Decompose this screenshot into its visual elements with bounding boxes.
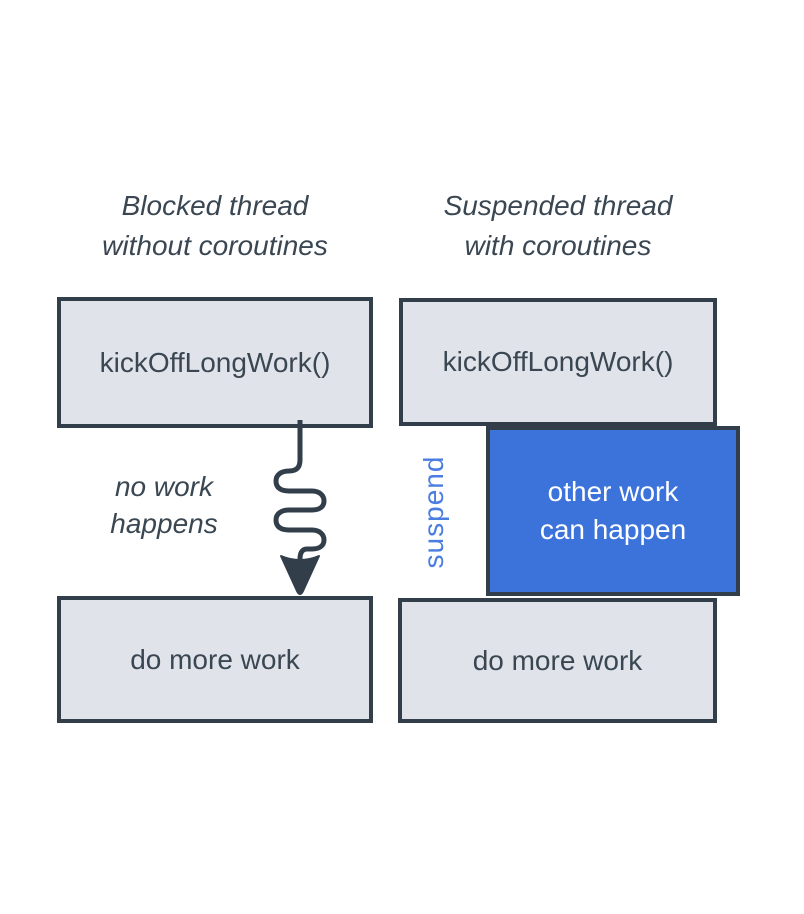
blocked-do-more-work-box: do more work xyxy=(57,596,373,723)
title-line: Suspended thread xyxy=(443,190,673,221)
suspended-do-more-work-box: do more work xyxy=(398,598,717,723)
box-label: kickOffLongWork() xyxy=(99,346,331,378)
box-label: do more work xyxy=(130,643,300,675)
box-label: do more work xyxy=(472,644,643,676)
title-line: Blocked thread xyxy=(121,190,309,221)
squiggle-blocked-wait-arrow-icon xyxy=(273,420,327,595)
left-column-title: Blocked thread without coroutines xyxy=(57,186,373,266)
blue-box-line: can happen xyxy=(539,514,687,545)
blocked-kickoff-box: kickOffLongWork() xyxy=(57,297,373,428)
annotation-line: no work xyxy=(114,471,214,502)
suspend-label: suspend xyxy=(418,455,449,569)
no-work-annotation: no work happens xyxy=(64,468,264,542)
title-line: with coroutines xyxy=(464,230,652,261)
box-label: kickOffLongWork() xyxy=(442,346,674,377)
title-line: without coroutines xyxy=(102,230,328,261)
annotation-line: happens xyxy=(110,508,218,539)
right-column-title: Suspended thread with coroutines xyxy=(399,186,717,266)
other-work-box: other work can happen xyxy=(486,426,740,596)
blue-box-line: other work xyxy=(547,476,679,507)
suspended-kickoff-box: kickOffLongWork() xyxy=(399,298,717,426)
